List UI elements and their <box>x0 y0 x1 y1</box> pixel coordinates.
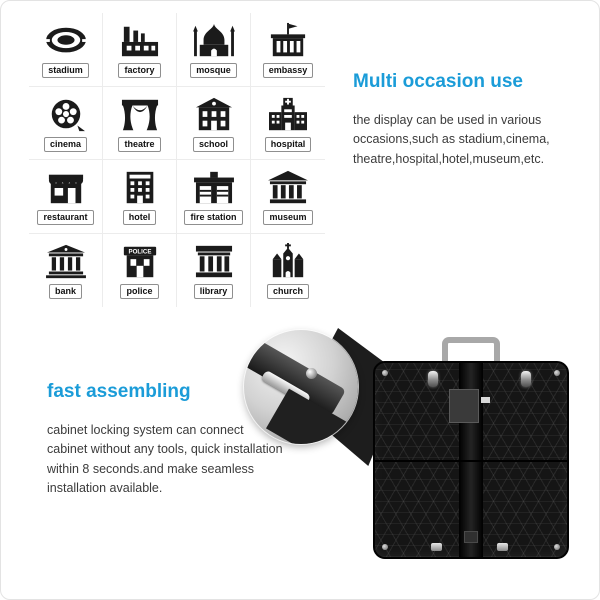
corner-screw <box>554 544 560 550</box>
stadium-icon <box>43 20 89 60</box>
restaurant-icon <box>43 167 89 207</box>
occasion-label: embassy <box>262 63 314 79</box>
multi-occasion-body: the display can be used in various occas… <box>353 113 550 166</box>
hospital-icon <box>265 94 311 134</box>
mosque-icon <box>191 20 237 60</box>
occasion-cell-police: POLICE police <box>103 233 177 307</box>
power-supply-label <box>481 397 490 403</box>
embassy-icon <box>265 20 311 60</box>
occasion-label: library <box>193 284 234 300</box>
fast-assembling-title: fast assembling <box>47 381 191 402</box>
occasion-cell-embassy: embassy <box>251 13 325 87</box>
cinema-icon <box>43 94 89 134</box>
occasion-cell-museum: museum <box>251 160 325 234</box>
school-icon <box>191 94 237 134</box>
corner-screw <box>554 370 560 376</box>
occasion-cell-cinema: cinema <box>29 86 103 160</box>
occasion-label: bank <box>48 284 82 300</box>
occasion-label: church <box>266 284 309 300</box>
church-icon <box>265 241 311 281</box>
occasion-cell-bank: bank <box>29 233 103 307</box>
occasion-label: fire station <box>184 210 243 226</box>
occasion-label: cinema <box>43 136 88 152</box>
fire-station-icon <box>191 167 237 207</box>
lock-bolt <box>306 368 317 379</box>
cabinet-handle <box>442 337 500 367</box>
occasion-label: mosque <box>190 63 237 79</box>
occasion-label: stadium <box>42 63 89 79</box>
occasion-cell-church: church <box>251 234 325 308</box>
cabinet-panel-body <box>373 361 569 559</box>
factory-icon <box>117 20 163 60</box>
library-icon <box>191 241 237 281</box>
occasion-label: factory <box>118 63 161 79</box>
occasion-cell-library: library <box>177 233 251 307</box>
occasion-cell-hospital: hospital <box>251 87 325 160</box>
museum-icon <box>265 167 311 207</box>
fast-assembling-body: cabinet locking system can connect cabin… <box>47 423 283 496</box>
latch-pin-left <box>428 371 438 387</box>
police-sign-text: POLICE <box>128 249 151 256</box>
hotel-icon <box>117 167 163 207</box>
bottom-connector <box>464 531 478 543</box>
occasion-cell-theatre: theatre <box>103 86 177 160</box>
occasion-label: school <box>192 136 234 152</box>
bank-icon <box>43 241 89 281</box>
horizontal-seam <box>375 460 567 462</box>
lock-closeup-photo <box>244 330 358 444</box>
occasion-label: police <box>120 284 159 300</box>
latch-pin-right <box>521 371 531 387</box>
police-icon: POLICE <box>117 241 163 281</box>
occasion-cell-school: school <box>177 86 251 160</box>
corner-screw <box>382 544 388 550</box>
occasion-label: hospital <box>264 136 312 152</box>
occasion-cell-mosque: mosque <box>177 13 251 87</box>
occasion-grid: stadium factory mosque embassy cinema <box>29 13 325 307</box>
occasion-cell-restaurant: restaurant <box>29 160 103 234</box>
multi-occasion-section: Multi occasion use the display can be us… <box>353 71 575 169</box>
fast-assembling-section: fast assembling cabinet locking system c… <box>47 381 285 499</box>
occasion-label: hotel <box>122 210 157 226</box>
occasion-label: museum <box>263 210 313 226</box>
occasion-cell-fire-station: fire station <box>177 160 251 234</box>
occasion-cell-factory: factory <box>103 13 177 87</box>
corner-screw <box>382 370 388 376</box>
cabinet-back-photo <box>373 337 569 559</box>
occasion-label: restaurant <box>37 210 94 226</box>
occasion-label: theatre <box>118 136 161 152</box>
power-supply-box <box>449 389 479 423</box>
multi-occasion-title: Multi occasion use <box>353 71 523 92</box>
bottom-fitting <box>497 543 508 551</box>
occasion-cell-hotel: hotel <box>103 160 177 234</box>
occasion-cell-stadium: stadium <box>29 13 103 87</box>
theatre-icon <box>117 94 163 134</box>
bottom-fitting <box>431 543 442 551</box>
